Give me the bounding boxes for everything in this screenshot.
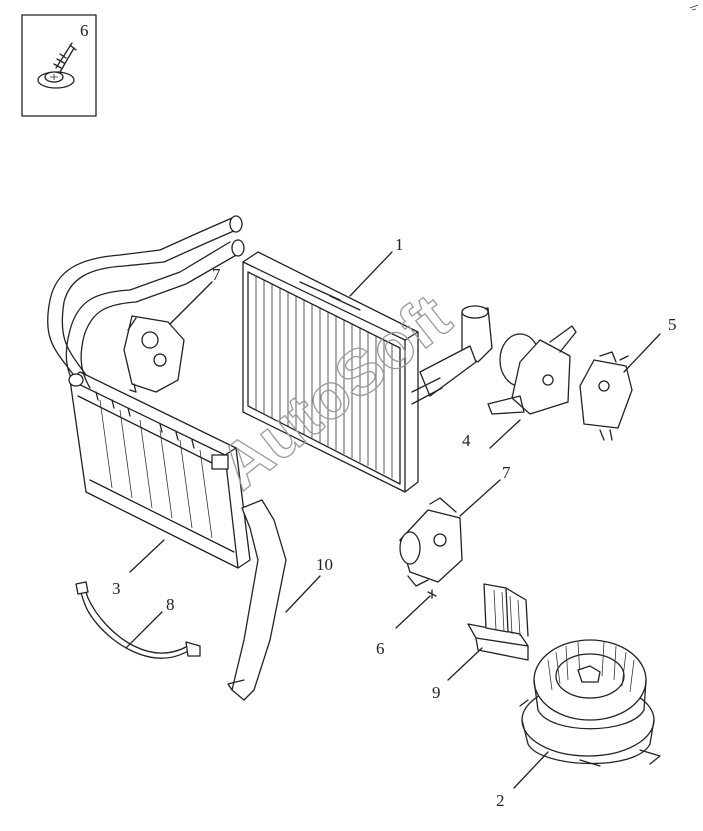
callout-actuator-mid: 4 [462,431,471,450]
callout-sensor-wire: 8 [166,595,175,614]
inset-screw-box: 6 [21,14,97,117]
callout-drain-hose: 10 [316,555,333,574]
callout-actuator-center: 7 [502,463,511,482]
expansion-valve [411,305,493,405]
screw-icon [37,42,77,89]
screw-small-icon [427,589,437,599]
blower-motor [519,639,661,767]
evaporator [242,251,419,493]
actuator-top-left [123,315,185,393]
resistor [467,583,529,661]
actuator-center [399,497,463,587]
callout-evaporator: 1 [395,235,404,254]
actuator-mid [487,325,577,415]
callout-actuator-top-left: 7 [212,265,221,284]
actuator-right [579,351,633,441]
inset-callout: 6 [80,21,89,40]
callout-heater-core: 3 [112,579,121,598]
heater-pipes [46,215,245,391]
callout-resistor: 9 [432,683,441,702]
callout-screw: 6 [376,639,385,658]
callout-blower-motor: 2 [496,791,505,810]
sensor-wire [75,581,201,659]
heater-core [68,371,251,569]
drain-hose [227,499,287,701]
callout-actuator-right: 5 [668,315,677,334]
corner-mark [689,4,699,11]
leader-lines [125,251,661,789]
